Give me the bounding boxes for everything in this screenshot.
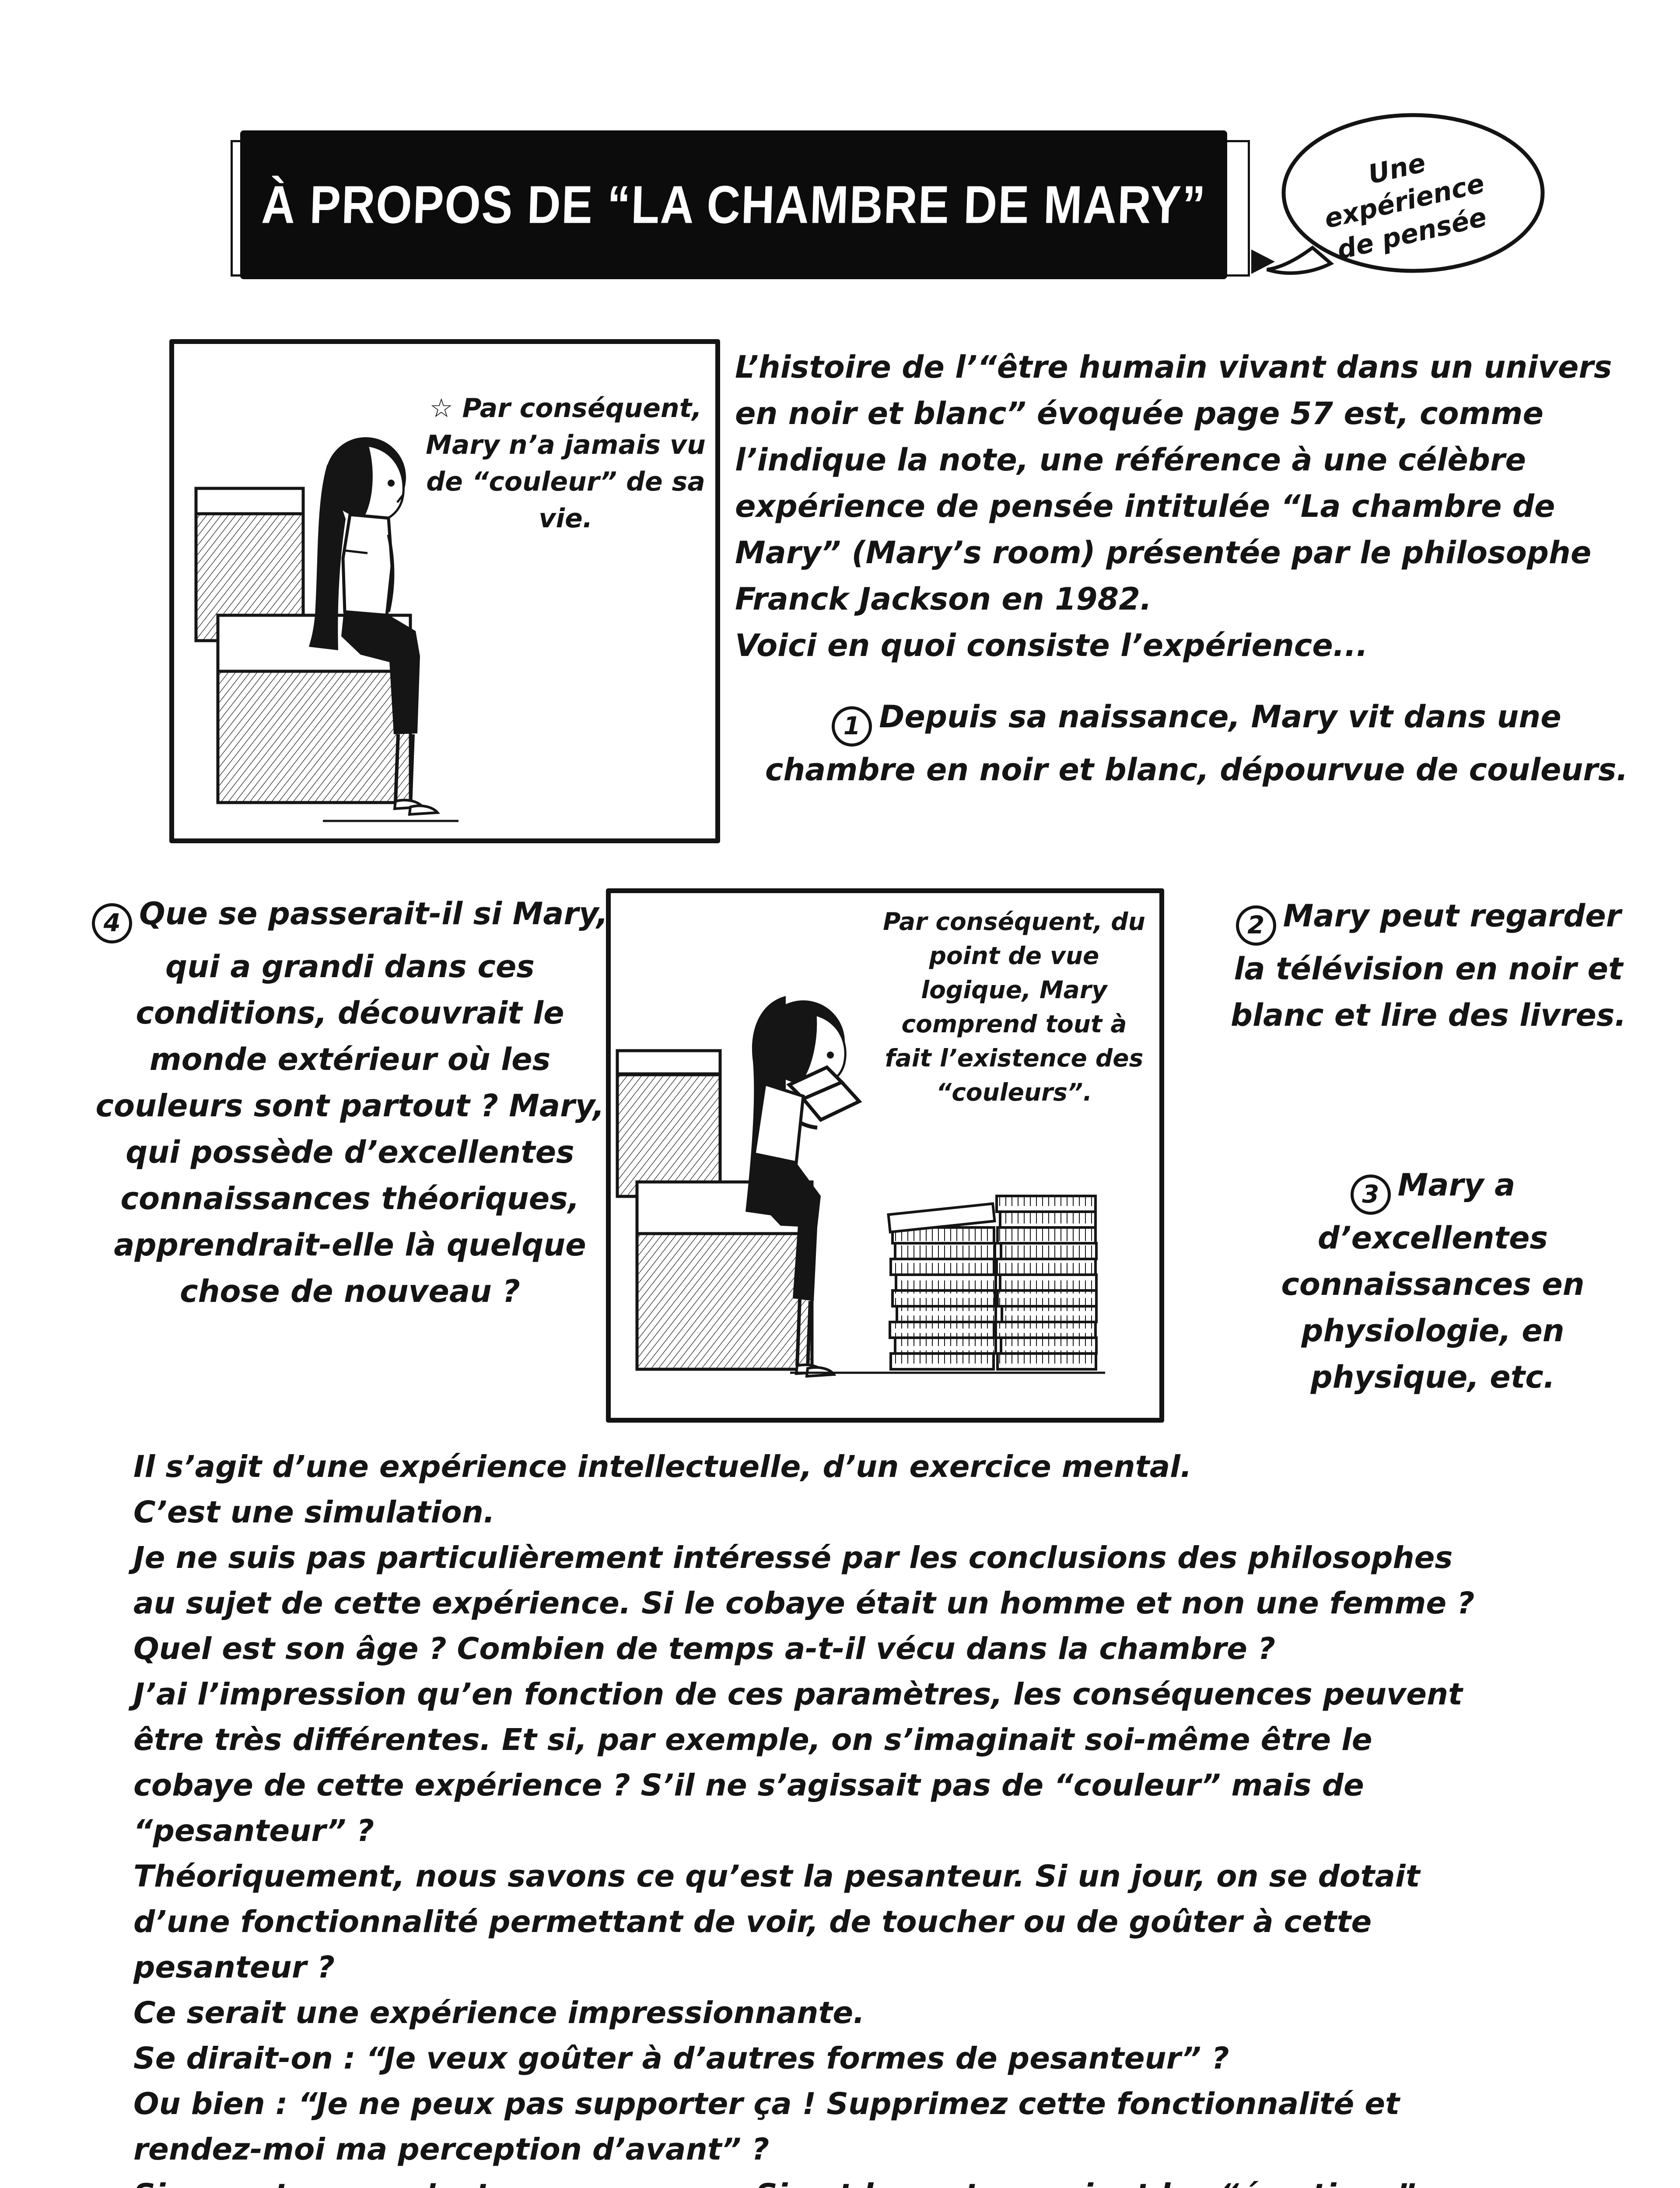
page-title: À PROPOS DE “LA CHAMBRE DE MARY” <box>260 175 1207 235</box>
step-3-text: Mary a d’excellentes connaissances en ph… <box>1281 1167 1585 1395</box>
panel1-caption: ☆ Par conséquent, Mary n’a jamais vu de … <box>426 390 706 537</box>
mary-reading-illustration <box>616 996 1105 1378</box>
commentary-line: C’est une simulation. <box>133 1495 495 1530</box>
step-4-number: 4 <box>92 903 133 943</box>
title-banner-arrow-icon <box>1251 249 1275 274</box>
commentary-line: Il s’agit d’une expérience intellectuell… <box>133 1449 1192 1484</box>
commentary-line: Ou bien : “Je ne peux pas supporter ça !… <box>133 2086 1400 2167</box>
panel-mary-reading: Par conséquent, du point de vue logique,… <box>606 888 1164 1423</box>
intro-lead-in: Voici en quoi consiste l’expérience... <box>735 628 1368 663</box>
commentary-line: Si ça se trouve, c’est comme ça que Six … <box>133 2172 1485 2188</box>
intro-text: L’histoire de l’“être humain vivant dans… <box>735 349 1612 617</box>
step-4-text: Que se passerait-il si Mary, qui a grand… <box>95 896 608 1309</box>
step-1-number: 1 <box>832 706 872 747</box>
panel-mary-sitting: ☆ Par conséquent, Mary n’a jamais vu de … <box>169 339 720 843</box>
step-2-number: 2 <box>1236 905 1276 946</box>
step-2-text: Mary peut regarder la télévision en noir… <box>1230 898 1627 1033</box>
commentary-line: Se dirait-on : “Je veux goûter à d’autre… <box>133 2041 1229 2076</box>
speech-bubble-icon <box>1266 113 1545 275</box>
commentary-line: Théoriquement, nous savons ce qu’est la … <box>133 1859 1420 1985</box>
mary-sitting-illustration <box>194 437 458 822</box>
commentary-line: J’ai l’impression qu’en fonction de ces … <box>133 1677 1463 1848</box>
panel2-caption: Par conséquent, du point de vue logique,… <box>875 905 1153 1109</box>
step-1-text: Depuis sa naissance, Mary vit dans une c… <box>765 699 1628 788</box>
thought-bubble: Une expérience de pensée <box>1264 103 1553 298</box>
commentary-line: Ce serait une expérience impressionnante… <box>133 1995 865 2030</box>
commentary-line: Je ne suis pas particulièrement intéress… <box>133 1540 1475 1666</box>
commentary-paragraphs: Il s’agit d’une expérience intellectuell… <box>133 1444 1485 2188</box>
step-3-number: 3 <box>1350 1175 1391 1215</box>
intro-paragraph: L’histoire de l’“être humain vivant dans… <box>735 344 1628 669</box>
title-banner: À PROPOS DE “LA CHAMBRE DE MARY” <box>240 130 1227 279</box>
